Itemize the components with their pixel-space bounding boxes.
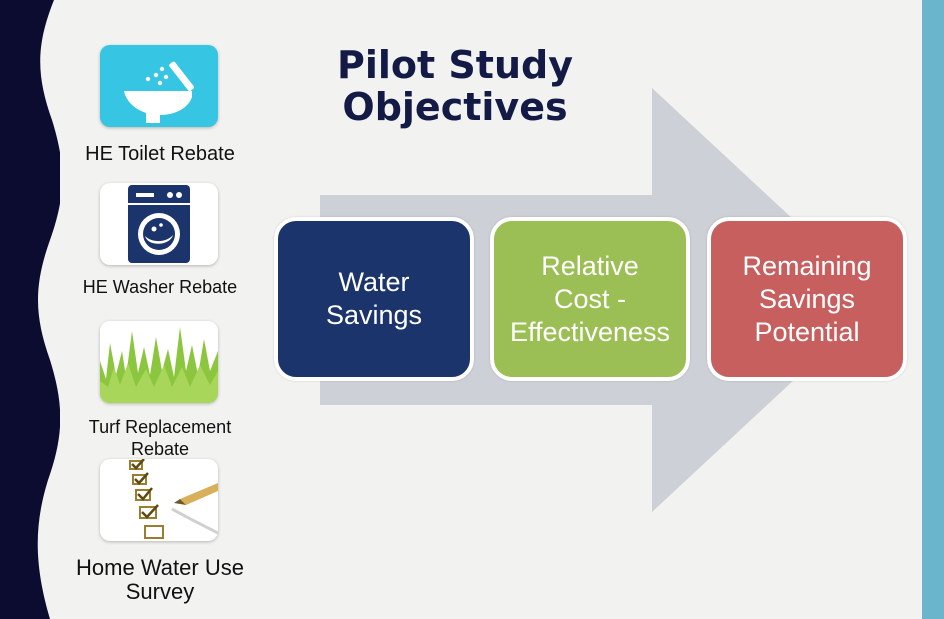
left-wave-border bbox=[0, 0, 60, 619]
program-label: Turf Replacement Rebate bbox=[88, 417, 232, 459]
grass-tile bbox=[100, 321, 218, 403]
checklist-icon bbox=[129, 459, 218, 539]
toilet-tile bbox=[100, 45, 218, 127]
program-label: Home Water Use Survey bbox=[76, 555, 244, 604]
slide-title: Pilot Study Objectives bbox=[337, 43, 573, 129]
objective-cost-effectiveness: Relative Cost - Effectiveness bbox=[490, 217, 690, 381]
toilet-icon bbox=[124, 61, 195, 123]
grass-icon bbox=[100, 321, 218, 403]
checklist-tile bbox=[100, 459, 218, 541]
right-accent-bar bbox=[922, 0, 944, 619]
program-label: HE Washer Rebate bbox=[82, 277, 238, 297]
objective-label: Relative Cost - Effectiveness bbox=[509, 250, 671, 347]
washer-tile bbox=[100, 183, 218, 265]
objective-label: Remaining Savings Potential bbox=[742, 250, 872, 347]
objective-water-savings: Water Savings bbox=[274, 217, 474, 381]
objective-label: Water Savings bbox=[325, 267, 423, 330]
washing-machine-icon bbox=[128, 185, 190, 263]
objective-remaining-savings: Remaining Savings Potential bbox=[707, 217, 907, 381]
program-label: HE Toilet Rebate bbox=[85, 143, 235, 165]
